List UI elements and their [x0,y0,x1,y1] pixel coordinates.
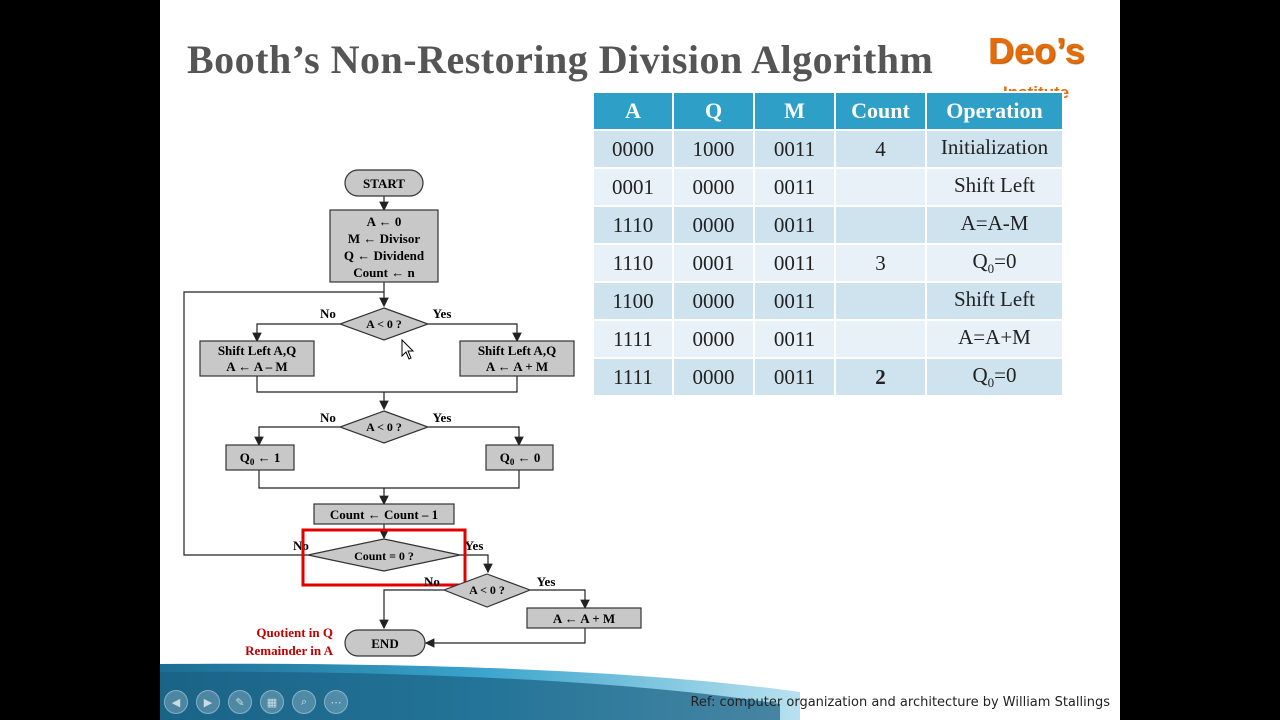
end-label: END [371,636,398,651]
cell-operation: Initialization [925,129,1064,169]
cell-m: 0011 [753,243,836,283]
cell-a: 1110 [592,205,674,245]
decision-2: A < 0 ? [366,420,402,434]
start-label: START [363,176,405,191]
init-line-1: A ← 0 [367,214,402,229]
header-count: Count [834,91,927,131]
table-row: 0000 1000 0011 4 Initialization [592,129,1064,169]
logo: Deo’s [988,30,1085,71]
slide-title: Booth’s Non-Restoring Division Algorithm [187,37,934,82]
trace-table: A Q M Count Operation 0000 1000 0011 4 I… [592,91,1064,397]
table-row: 0001 0000 0011 Shift Left [592,167,1064,207]
table-row: 1100 0000 0011 Shift Left [592,281,1064,321]
restore-box: A ← A + M [553,611,615,626]
cell-m: 0011 [753,129,836,169]
header-m: M [753,91,836,131]
decision-3-no: No [293,538,309,553]
cell-count: 3 [834,243,927,283]
decision-1: A < 0 ? [366,317,402,331]
highlight-box [301,528,467,587]
cell-m: 0011 [753,167,836,207]
header-q: Q [672,91,755,131]
init-line-2: M ← Divisor [348,231,420,246]
slides-icon[interactable]: ▦ [260,690,284,714]
cell-operation: A=A+M [925,319,1064,359]
previous-slide-icon[interactable]: ◀ [164,690,188,714]
decision-4-yes: Yes [537,574,556,589]
shift-subtract-line-1: Shift Left A,Q [218,343,296,358]
decision-2-no: No [320,410,336,425]
cell-operation: Shift Left [925,167,1064,207]
cell-m: 0011 [753,205,836,245]
q0-set-0: Q0 ← 0 [500,450,541,467]
cell-count [834,281,927,321]
decision-4: A < 0 ? [469,583,505,597]
cell-a: 0001 [592,167,674,207]
cell-a: 1100 [592,281,674,321]
decision-2-yes: Yes [433,410,452,425]
cell-a: 1111 [592,319,674,359]
table-row: 1111 0000 0011 A=A+M [592,319,1064,359]
cell-count [834,167,927,207]
table-row: 1110 0001 0011 3 Q0=0 [592,243,1064,283]
slide: Booth’s Non-Restoring Division Algorithm… [160,0,1120,720]
cell-q: 0000 [672,281,755,321]
cell-count [834,319,927,359]
cell-a: 1110 [592,243,674,283]
cell-operation: Q0=0 [925,243,1064,283]
init-line-4: Count ← n [353,265,415,280]
header-a: A [592,91,674,131]
cell-count: 2 [834,357,927,397]
slideshow-controls: ◀ ▶ ✎ ▦ ⌕ ⋯ [164,690,348,714]
cell-q: 0000 [672,167,755,207]
table-row: 1111 0000 0011 2 Q0=0 [592,357,1064,397]
zoom-icon[interactable]: ⌕ [292,690,316,714]
count-decrement: Count ← Count – 1 [330,507,438,522]
cell-m: 0011 [753,319,836,359]
result-remainder: Remainder in A [245,643,333,658]
init-line-3: Q ← Dividend [344,248,425,263]
cell-q: 0001 [672,243,755,283]
shift-add-line-2: A ← A + M [486,359,548,374]
cell-q: 0000 [672,319,755,359]
result-quotient: Quotient in Q [256,625,333,640]
q0-set-1: Q0 ← 1 [240,450,281,467]
cell-a: 1111 [592,357,674,397]
reference-text: Ref: computer organization and architect… [690,695,1110,710]
decision-4-no: No [424,574,440,589]
next-slide-icon[interactable]: ▶ [196,690,220,714]
decision-3: Count = 0 ? [354,549,414,563]
decision-1-yes: Yes [433,306,452,321]
table-row: 1110 0000 0011 A=A-M [592,205,1064,245]
header-operation: Operation [925,91,1064,131]
cell-a: 0000 [592,129,674,169]
more-icon[interactable]: ⋯ [324,690,348,714]
mouse-cursor-icon [401,338,415,360]
cell-count [834,205,927,245]
pen-icon[interactable]: ✎ [228,690,252,714]
cell-q: 0000 [672,357,755,397]
decision-1-no: No [320,306,336,321]
cell-count: 4 [834,129,927,169]
decision-3-yes: Yes [465,538,484,553]
cell-q: 1000 [672,129,755,169]
footer-swoosh [160,663,800,720]
table-header-row: A Q M Count Operation [592,91,1064,131]
cell-operation: A=A-M [925,205,1064,245]
shift-add-line-1: Shift Left A,Q [478,343,556,358]
cell-operation: Q0=0 [925,357,1064,397]
cell-m: 0011 [753,357,836,397]
shift-subtract-line-2: A ← A – M [226,359,287,374]
cell-operation: Shift Left [925,281,1064,321]
flowchart: START A ← 0 M ← Divisor Q ← Dividend Cou… [183,169,642,658]
cell-m: 0011 [753,281,836,321]
cell-q: 0000 [672,205,755,245]
